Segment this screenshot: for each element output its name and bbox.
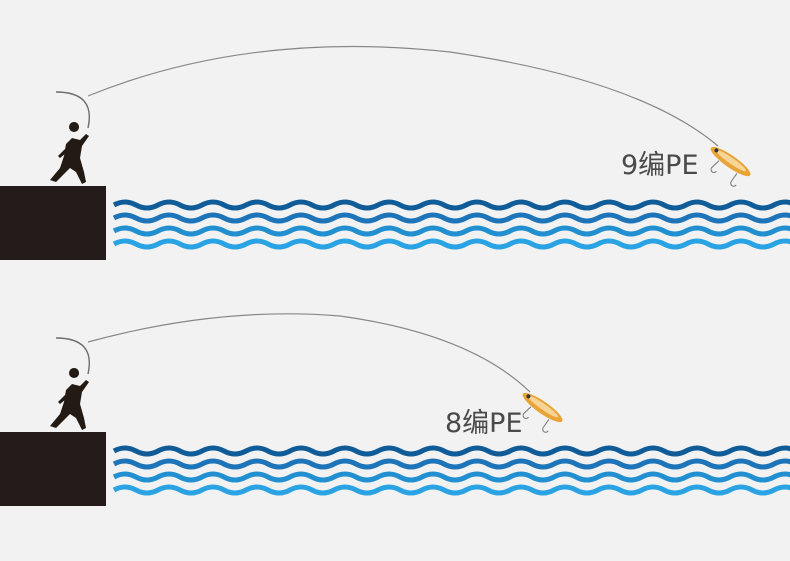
pier-block bbox=[0, 186, 106, 260]
panel-8-braid bbox=[0, 313, 790, 506]
wave-line bbox=[112, 225, 790, 237]
fishing-lure-icon bbox=[522, 392, 563, 433]
wave-line bbox=[112, 471, 790, 483]
fishing-line bbox=[87, 313, 531, 393]
line-label-8-braid: 8编PE bbox=[445, 408, 523, 439]
angler-silhouette bbox=[50, 368, 89, 430]
wave-line bbox=[112, 484, 790, 496]
wave-line bbox=[112, 445, 790, 457]
waves bbox=[112, 445, 790, 496]
rod-tip bbox=[55, 337, 90, 375]
fishing-line bbox=[87, 45, 719, 147]
panel-9-braid bbox=[0, 45, 790, 260]
wave-line bbox=[112, 458, 790, 470]
wave-line bbox=[112, 199, 790, 211]
wave-line bbox=[112, 212, 790, 224]
rod-tip bbox=[55, 91, 90, 129]
wave-line bbox=[112, 238, 790, 250]
line-label-9-braid: 9编PE bbox=[621, 150, 699, 181]
pier-block bbox=[0, 432, 106, 506]
waves bbox=[112, 199, 790, 250]
fishing-lure-icon bbox=[710, 146, 751, 187]
angler-silhouette bbox=[50, 122, 89, 184]
